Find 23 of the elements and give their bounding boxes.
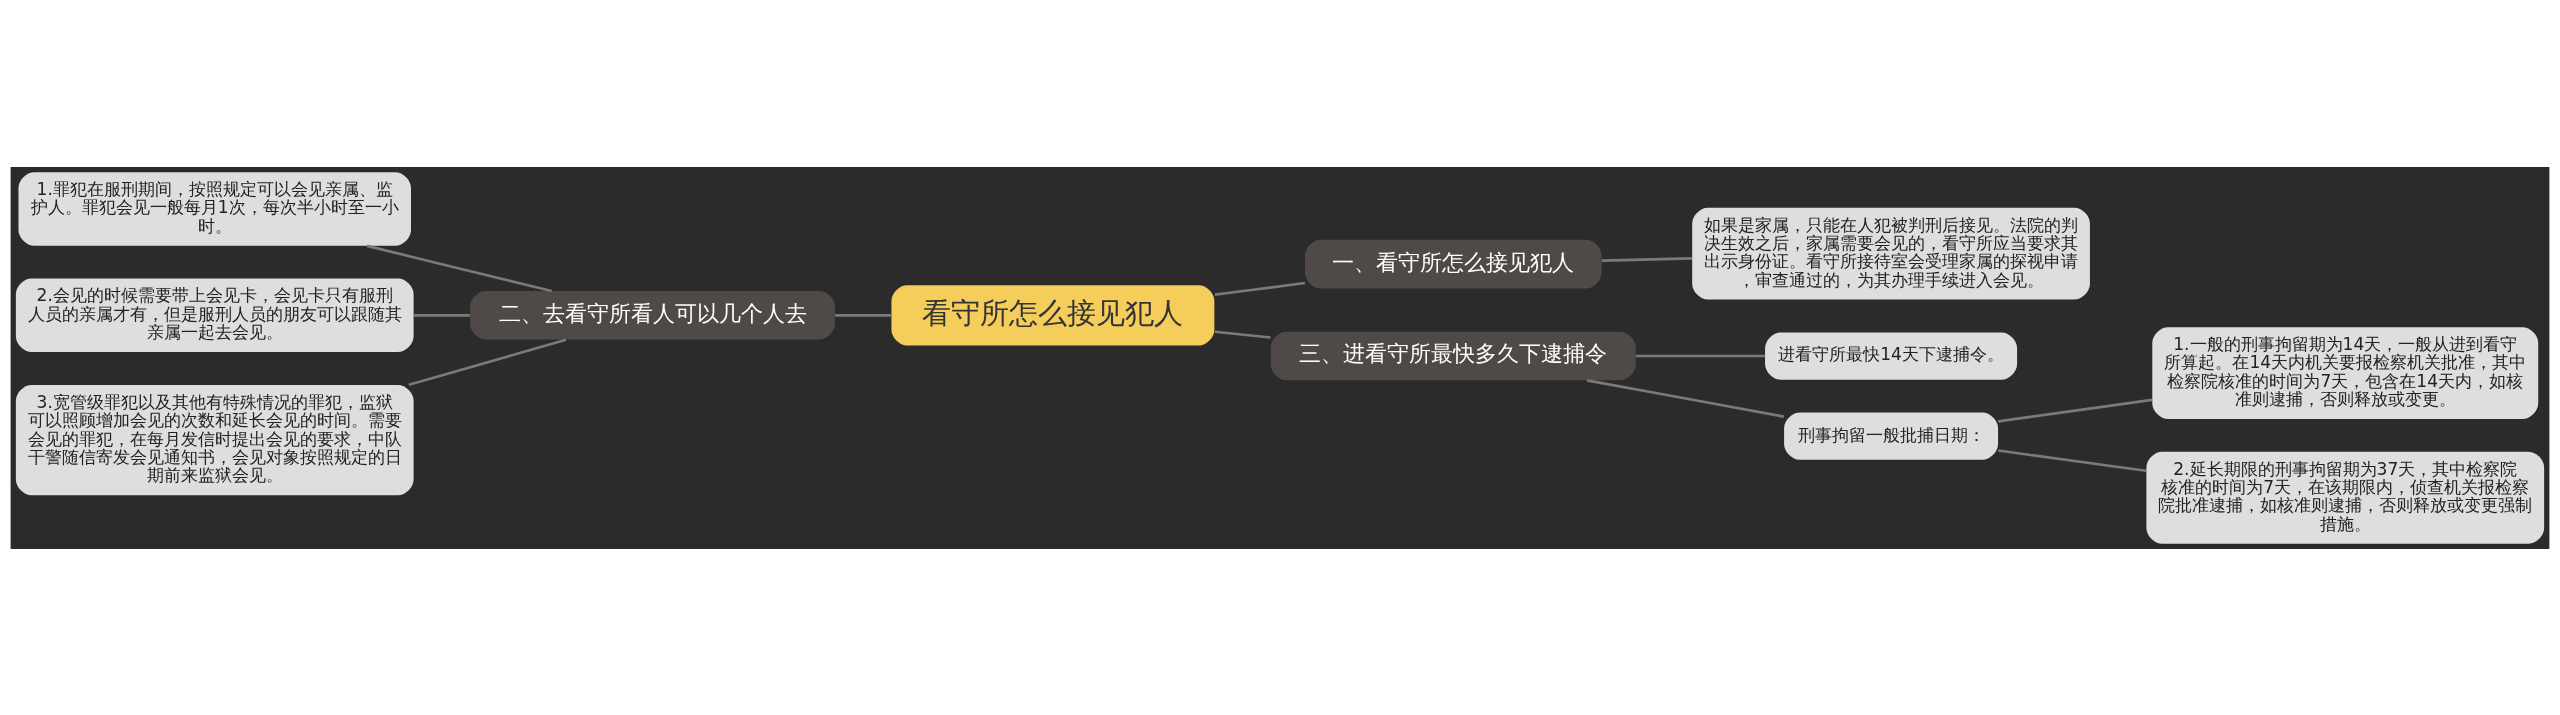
connector xyxy=(1586,378,1785,418)
connector xyxy=(366,244,552,292)
connector xyxy=(1998,398,2153,423)
node-box: 3.宽管级罪犯以及其他有特殊情况的罪犯，监狱可以照顾增加会见的次数和延长会见的时间。需要会见的罪犯，在每月发信时提出会见的要求，中队干警随信寄发会见通知书，会见对象按照规定的日期前来监狱会见。 xyxy=(15,384,414,495)
node-box: 二、去看守所看人可以几个人去 xyxy=(470,290,835,340)
node-box: 2.延长期限的刑事拘留期为37天，其中检察院核准的时间为7天，在该期限内，侦查机关报检察院批准逮捕，如核准则逮捕，否则释放或变更强制措施。 xyxy=(2146,451,2545,544)
node-box: 三、进看守所最快多久下逮捕令 xyxy=(1270,331,1636,380)
node-box: 2.会见的时候需要带上会见卡，会见卡只有服刑人员的亲属才有，但是服刑人员的朋友可以跟随其亲属一起去会见。 xyxy=(15,278,414,352)
node-box: 进看守所最快14天下逮捕令。 xyxy=(1765,331,2018,380)
connector xyxy=(413,313,470,317)
connector xyxy=(1601,256,1693,262)
node-box: 1.一般的刑事拘留期为14天，一般从进到看守所算起。在14天内机关要报检察机关批准，其中检察院核准的时间为7天，包含在14天内，如核准则逮捕，否则释放或变更。 xyxy=(2152,326,2539,419)
node-box: 1.罪犯在服刑期间，按照规定可以会见亲属、监护人。罪犯会见一般每月1次，每次半小时至一小时。 xyxy=(18,171,411,246)
connector xyxy=(1998,448,2147,472)
connector xyxy=(835,313,892,317)
node-box: 刑事拘留一般批捕日期： xyxy=(1784,412,1999,460)
node-box: 一、看守所怎么接见犯人 xyxy=(1304,239,1602,288)
node-box: 如果是家属，只能在人犯被判刑后接见。法院的判决生效之后，家属需要会见的，看守所应当要求其出示身份证。看守所接待室会受理家属的探视申请，审查通过的，为其办理手续进入会见。 xyxy=(1692,207,2090,300)
connector xyxy=(408,338,567,386)
connector xyxy=(1636,354,1765,357)
connector xyxy=(1214,329,1271,339)
node-box: 看守所怎么接见犯人 xyxy=(891,284,1215,346)
connector xyxy=(1214,281,1306,296)
